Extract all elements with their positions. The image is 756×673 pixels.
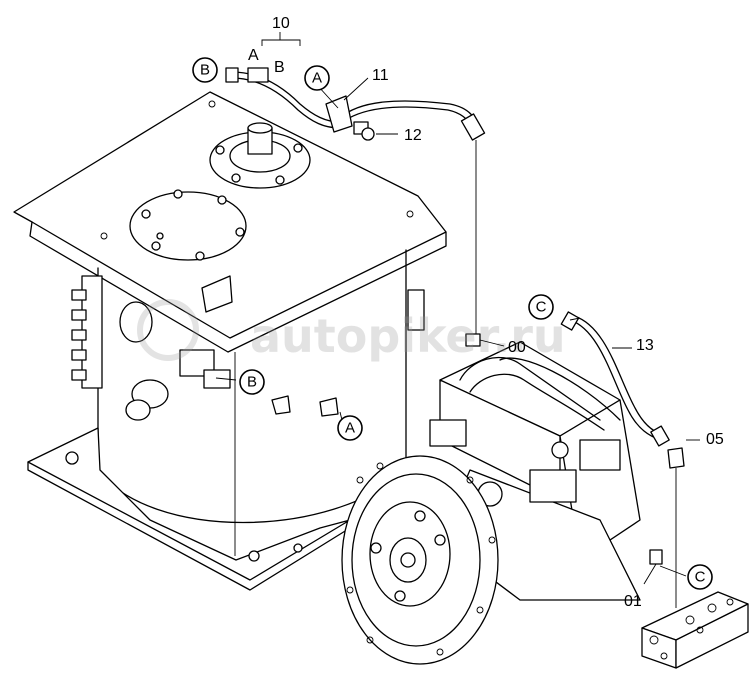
part-label-10: 10 bbox=[272, 15, 290, 32]
svg-text:A: A bbox=[312, 70, 322, 87]
part-label-13: 13 bbox=[636, 337, 654, 354]
callout-b-tank: B bbox=[239, 369, 265, 395]
svg-text:A: A bbox=[345, 420, 355, 437]
plate-hole bbox=[208, 100, 216, 108]
hose-clamp bbox=[271, 395, 291, 415]
hose-end-label-b: B bbox=[274, 59, 285, 76]
coupling-center bbox=[400, 552, 416, 568]
coupling-bolt bbox=[394, 590, 406, 602]
callout-c-pump: C bbox=[687, 564, 713, 590]
svg-text:C: C bbox=[536, 299, 547, 316]
hose-13-outline bbox=[573, 315, 663, 435]
fitting-01 bbox=[649, 549, 663, 565]
hose-11-fitting bbox=[460, 113, 486, 141]
left-sensors bbox=[71, 275, 103, 389]
part-label-12: 12 bbox=[404, 127, 422, 144]
part-label-00: 00 bbox=[508, 339, 526, 356]
tank-base-edge bbox=[27, 461, 351, 591]
clamp-11 bbox=[325, 95, 353, 133]
callout-b-hose: B bbox=[192, 57, 218, 83]
manifold-block bbox=[641, 591, 749, 669]
pump-valve bbox=[579, 439, 621, 471]
cover-plate bbox=[129, 189, 247, 261]
plate-hole bbox=[406, 210, 414, 218]
hose-clamp bbox=[319, 397, 339, 417]
pump-valve bbox=[529, 469, 577, 503]
plate-hole bbox=[100, 232, 108, 240]
suction-port bbox=[119, 301, 169, 421]
coupling-bolt bbox=[434, 534, 446, 546]
coupling-bolt bbox=[370, 542, 382, 554]
svg-text:C: C bbox=[695, 569, 706, 586]
tank-top-plate-edge bbox=[29, 221, 447, 353]
hose-end-label-a: A bbox=[248, 47, 259, 64]
pump-port bbox=[551, 441, 569, 459]
hose-13-fitting bbox=[650, 425, 670, 447]
pump-valve bbox=[429, 419, 467, 447]
base-bolt bbox=[65, 451, 79, 465]
tank-bracket bbox=[201, 275, 233, 313]
hose-10-fitting bbox=[247, 67, 269, 83]
part-label-01: 01 bbox=[624, 593, 642, 610]
hose-10-fitting bbox=[225, 67, 239, 83]
hoses bbox=[225, 67, 685, 608]
filler-cap bbox=[209, 122, 311, 189]
pump-pipe bbox=[469, 373, 605, 431]
coupling-bolt bbox=[414, 510, 426, 522]
hydraulic-tank bbox=[13, 91, 447, 591]
callout-a-clamp: A bbox=[304, 65, 330, 91]
pressure-switch bbox=[179, 349, 231, 389]
base-bolt bbox=[248, 550, 260, 562]
bolt-12 bbox=[353, 121, 375, 141]
elbow-05 bbox=[667, 447, 685, 469]
base-bolt bbox=[293, 543, 303, 553]
pump-pipe bbox=[459, 356, 601, 421]
svg-text:B: B bbox=[200, 62, 210, 79]
bracket-10 bbox=[261, 39, 301, 46]
part-label-05: 05 bbox=[706, 431, 724, 448]
svg-text:B: B bbox=[247, 374, 257, 391]
level-gauge bbox=[407, 289, 425, 331]
tank-base-plate bbox=[27, 427, 351, 581]
hose-13-fitting bbox=[560, 311, 580, 331]
callout-c-hose: C bbox=[528, 294, 554, 320]
watermark: autopiker.ru bbox=[250, 309, 566, 363]
watermark-logo bbox=[137, 299, 199, 361]
pump-pipe bbox=[499, 357, 621, 421]
callout-a-tank: A bbox=[337, 415, 363, 441]
hydraulic-pump bbox=[341, 341, 641, 665]
part-label-11: 11 bbox=[372, 67, 389, 84]
hose-13 bbox=[569, 319, 661, 441]
